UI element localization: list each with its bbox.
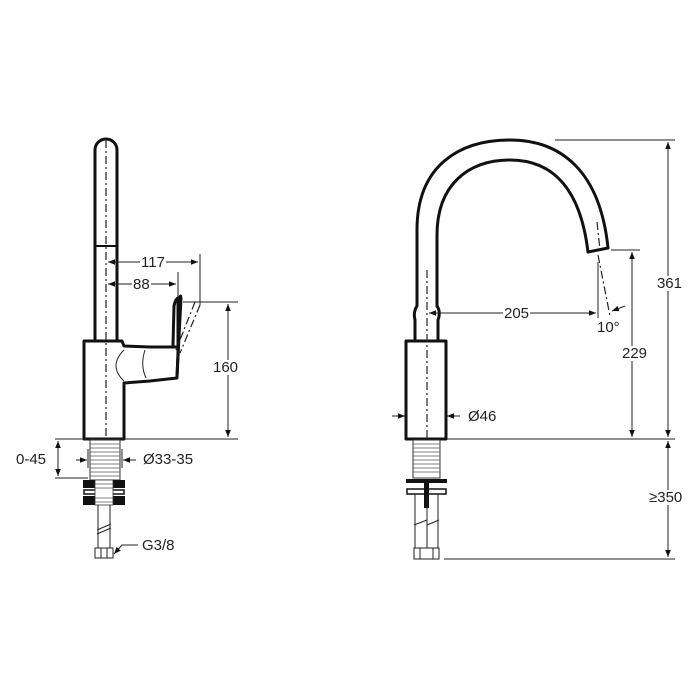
dim-under-clearance: ≥350	[648, 489, 684, 506]
front-spout-outer	[412, 138, 610, 343]
side-handle	[171, 296, 183, 378]
side-body	[82, 294, 183, 441]
dim-spout-height: 229	[621, 345, 649, 362]
dim-total-height: 361	[655, 275, 683, 292]
dim-spout-reach: 205	[503, 305, 531, 322]
front-body	[404, 339, 448, 441]
side-spout-column	[93, 137, 119, 342]
dim-spout-angle: 10°	[596, 319, 621, 336]
dim-handle-reach: 88	[132, 276, 151, 293]
dim-connection-thread: G3/8	[141, 537, 176, 554]
dim-handle-reach-max: 117	[140, 254, 166, 271]
dim-handle-height: 160	[212, 359, 240, 376]
dim-deck-thickness: 0-45	[15, 451, 48, 468]
dim-hole-diameter: Ø33-35	[142, 451, 195, 468]
dim-body-diameter: Ø46	[467, 408, 498, 425]
side-view	[55, 137, 238, 559]
front-view	[392, 138, 675, 560]
